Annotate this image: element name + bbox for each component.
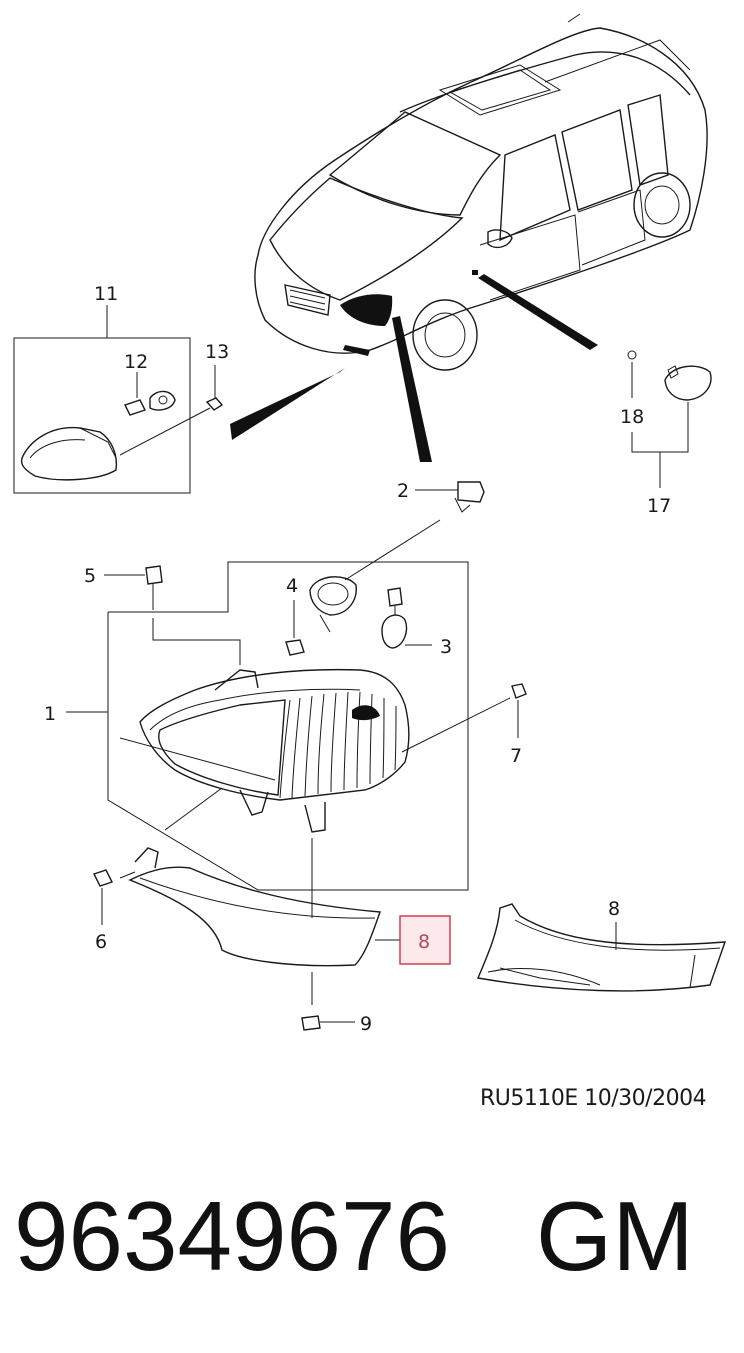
callout-8-highlight: 8 [418,931,430,953]
callout-11: 11 [94,283,118,305]
part-number: 96349676 [14,1181,451,1291]
callout-5: 5 [84,565,96,587]
callout-12: 12 [124,351,148,373]
callout-9: 9 [360,1013,372,1035]
callout-18: 18 [620,406,644,428]
trim-strip: 6 9 8 [93,787,451,1035]
callout-6: 6 [95,931,107,953]
callout-17: 17 [647,495,671,517]
headlamp-group: 1 5 4 3 [44,561,527,918]
side-repeater-group: 18 17 [620,350,712,517]
reference-code: RU5110E 10/30/2004 [480,1086,707,1111]
callout-7: 7 [510,745,522,767]
callout-3: 3 [440,636,452,658]
vehicle-illustration [230,13,708,462]
fog-lamp-group: 11 12 13 [13,283,229,494]
highlight-box [399,915,451,965]
callout-1: 1 [44,703,56,725]
parts-diagram: 11 12 13 18 17 2 1 [13,13,727,1035]
bulb-2: 2 [344,480,485,581]
callout-13: 13 [205,341,229,363]
callout-4: 4 [286,575,298,597]
callout-2: 2 [397,480,409,502]
callout-8-alt: 8 [608,898,620,920]
alt-trim-strip: 8 [477,898,727,992]
brand-name: GM [536,1181,694,1291]
